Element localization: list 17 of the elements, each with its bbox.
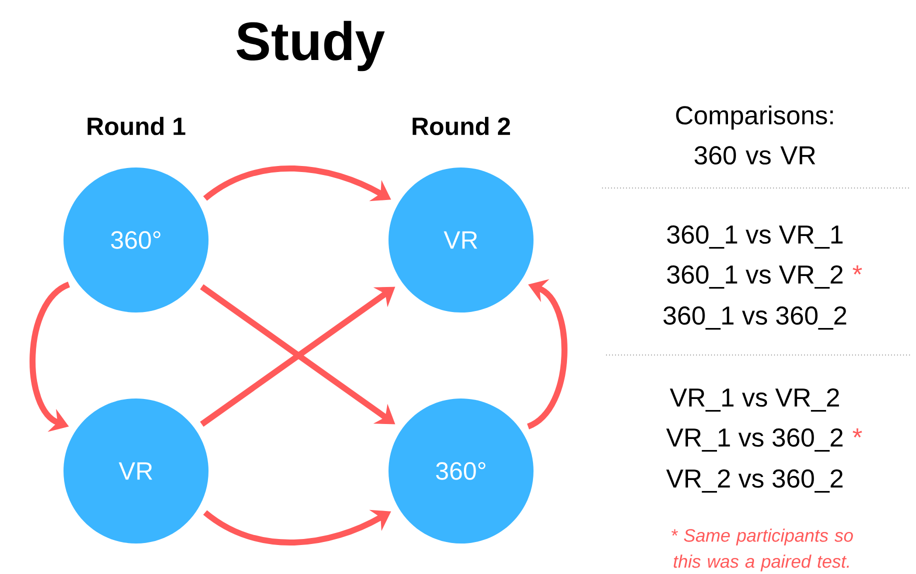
circle-node: 360° [64, 168, 208, 312]
round-heading: Round 2 [412, 116, 510, 136]
comparison-text: 360_1 vs VR_1 [667, 225, 843, 249]
round-heading: Round 1 [88, 116, 186, 136]
circle-node: 360° [388, 398, 534, 544]
asterisk: * [852, 265, 862, 274]
circle-node: VR [388, 168, 534, 312]
asterisk: * [852, 428, 862, 438]
comparison-text: VR_1 vs 360_2 [666, 428, 843, 452]
title: Study [236, 20, 385, 72]
footnote: * Same participants so this was a paired test. [672, 528, 853, 572]
circle-node: VR [64, 398, 208, 544]
comparison-text: VR_2 vs 360_2 [666, 469, 843, 493]
comparisons-heading: Comparisons: 360 vs VR [676, 105, 833, 165]
comparison-text: 360_1 vs 360_2 [663, 306, 846, 330]
comparison-text: 360_1 vs VR_2 [667, 265, 843, 289]
comparison-text: VR_1 vs VR_2 [670, 388, 839, 412]
